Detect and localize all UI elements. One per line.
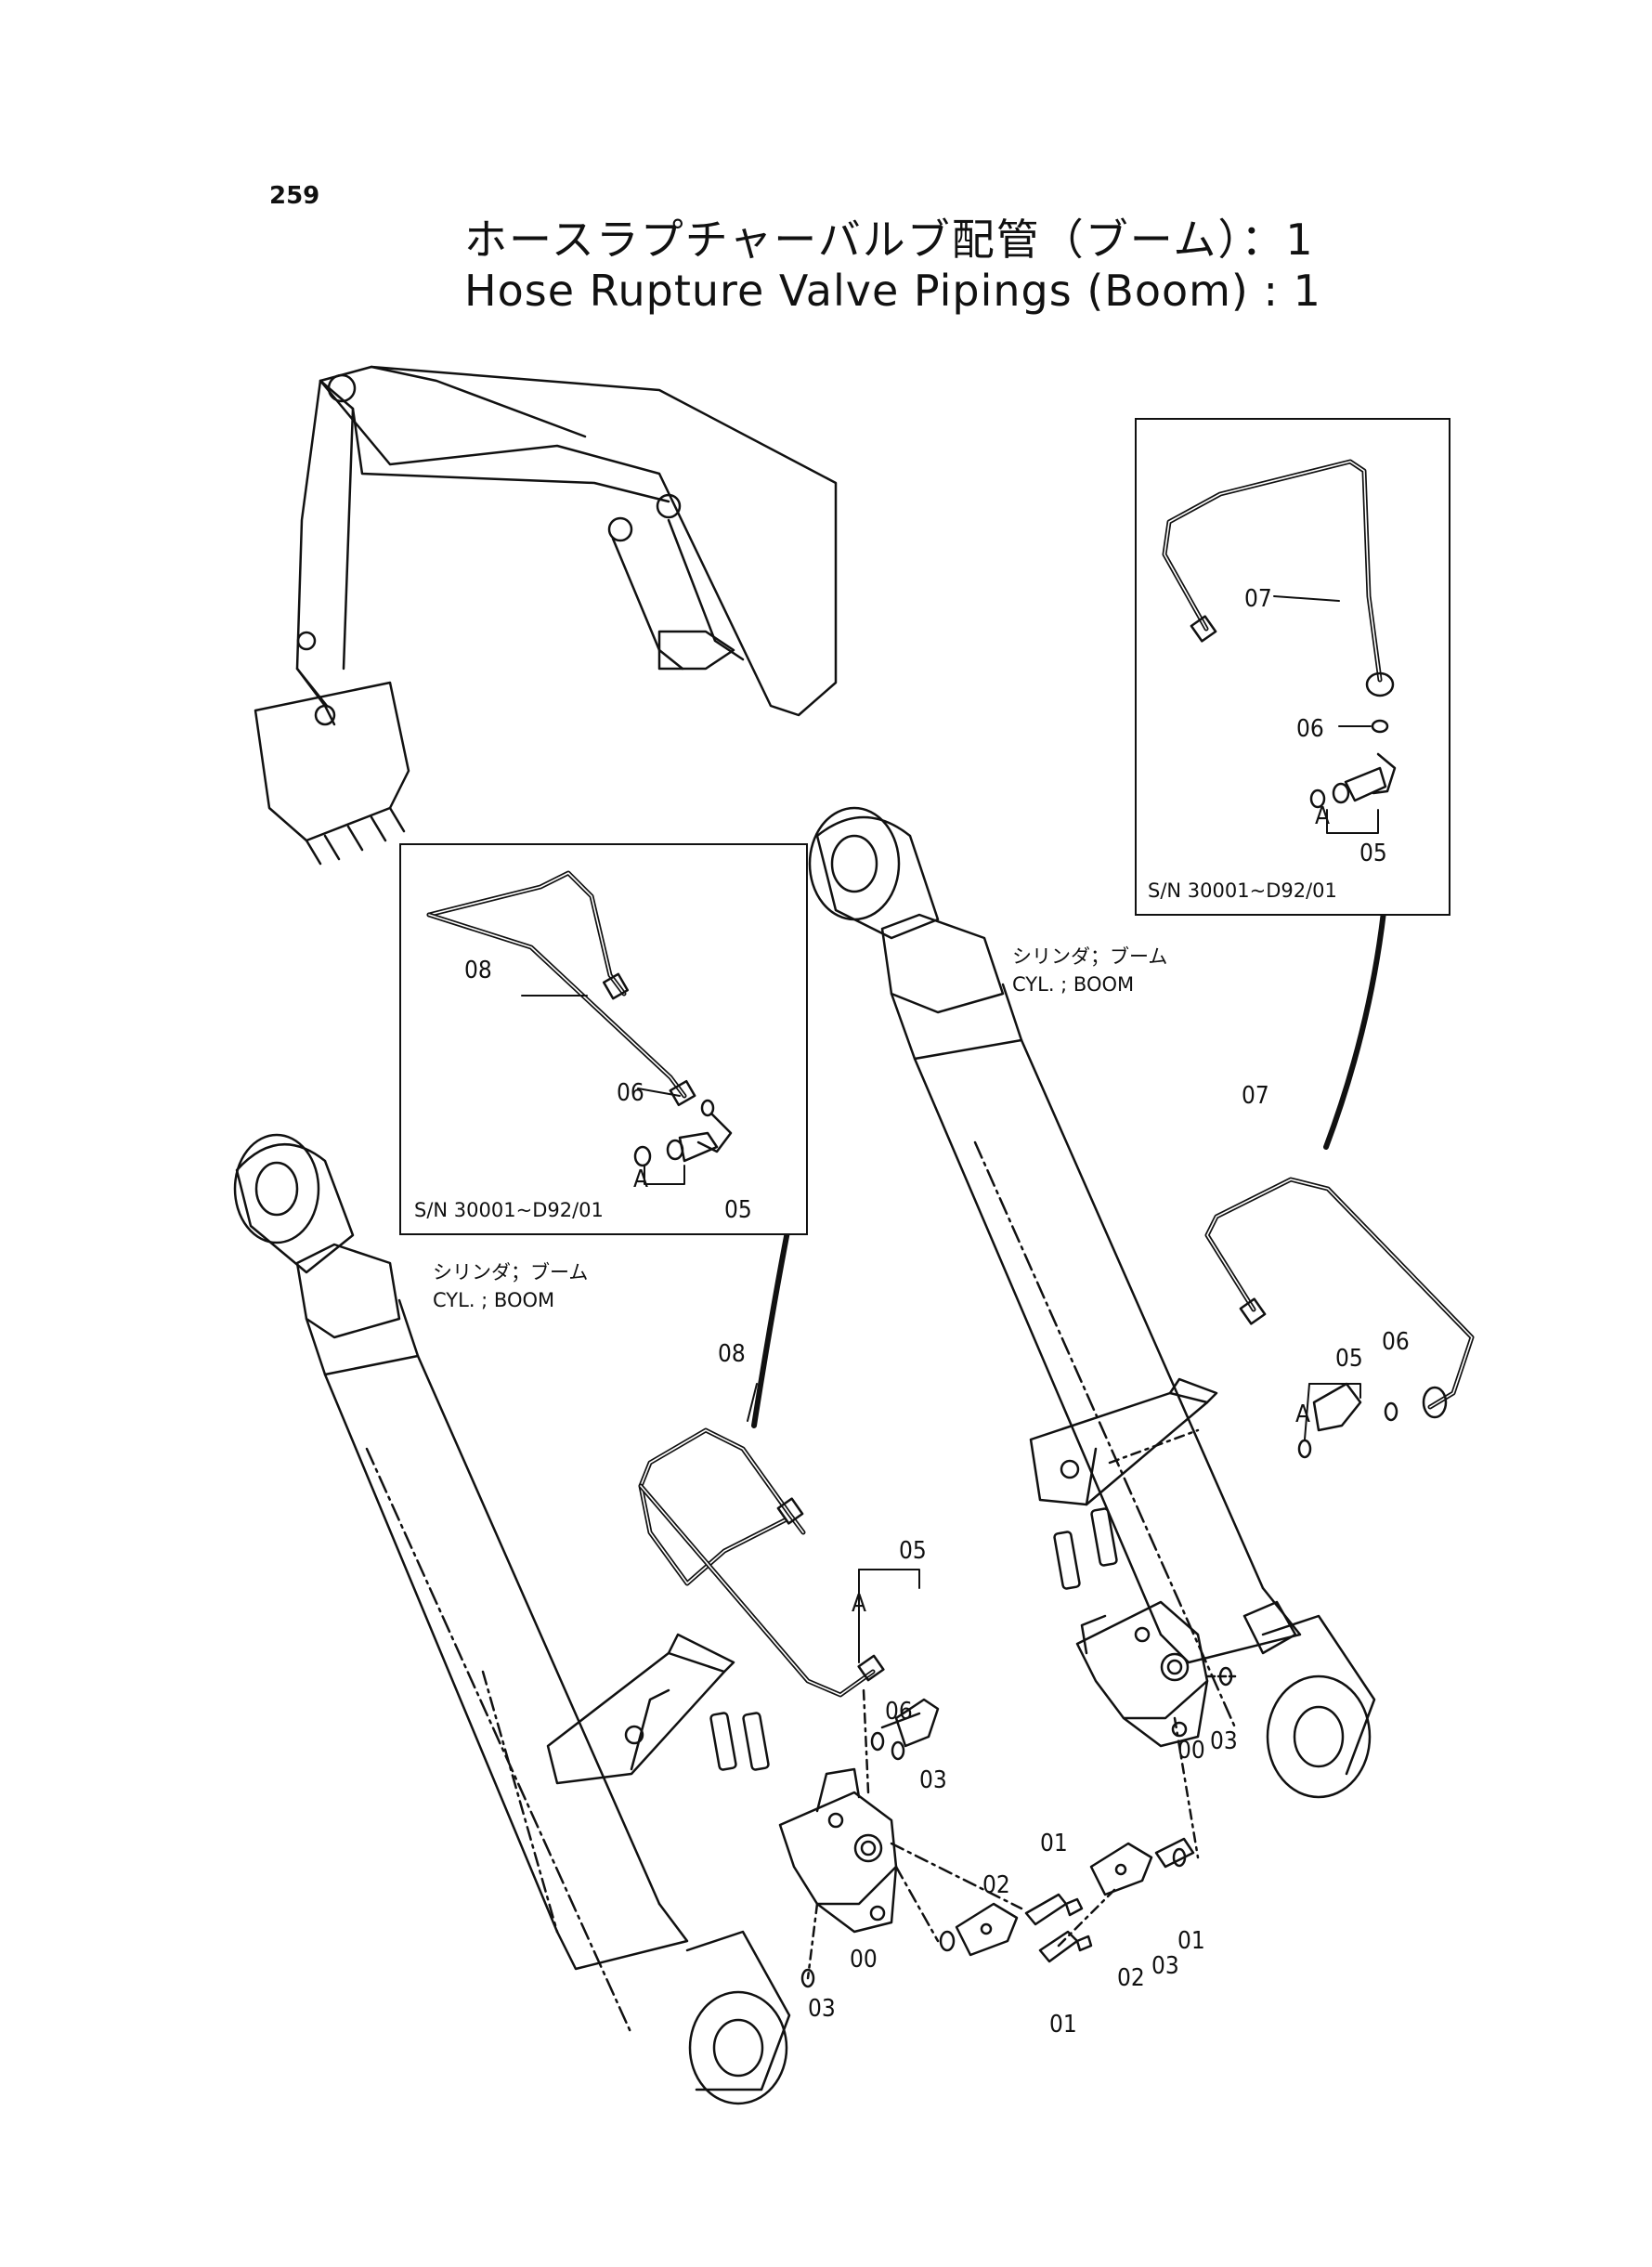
part-label-right-03: 03 [1210, 1727, 1238, 1755]
inset-serial-range-right: 07 06 A 05 S/N 30001~D92/01 [1135, 418, 1450, 916]
page-number: 259 [269, 182, 320, 210]
part-label-right-01: 01 [1049, 2011, 1077, 2039]
inset-left-label-06: 06 [617, 1079, 644, 1107]
inset-right-label-07: 07 [1244, 585, 1272, 613]
inset-left-label-05: 05 [724, 1196, 752, 1224]
inset-serial-range-left: 08 06 A 05 S/N 30001~D92/01 [399, 843, 808, 1235]
callout-cylinder-right-en: CYL. ; BOOM [1012, 973, 1135, 996]
part-label-left-03a: 03 [919, 1766, 947, 1794]
part-label-right-00: 00 [1177, 1737, 1205, 1765]
callout-cylinder-left-jp: シリンダ；ブーム [433, 1261, 589, 1283]
callout-cylinder-left-en: CYL. ; BOOM [433, 1289, 555, 1311]
part-label-right-06: 06 [1382, 1328, 1410, 1356]
inset-left-drawing [426, 870, 733, 1185]
inset-left-label-08: 08 [464, 957, 492, 984]
inset-right-serial-note: S/N 30001~D92/01 [1148, 879, 1337, 902]
inset-right-label-06: 06 [1296, 715, 1324, 743]
part-label-right-01b: 01 [1177, 1927, 1205, 1955]
part-label-left-01: 01 [1040, 1830, 1068, 1857]
part-label-right-03b: 03 [1151, 1952, 1179, 1980]
inset-left-label-a: A [633, 1166, 648, 1193]
inset-left-leader [751, 1229, 790, 1428]
part-label-right-a: A [1295, 1401, 1310, 1428]
part-label-left-06: 06 [885, 1698, 913, 1726]
part-label-right-05: 05 [1335, 1345, 1363, 1373]
left-boom-cylinder [233, 1133, 791, 2105]
part-label-left-00: 00 [850, 1946, 878, 1974]
part-label-left-05: 05 [899, 1537, 927, 1565]
part-label-left-02: 02 [982, 1871, 1010, 1899]
inset-right-leader [1323, 909, 1386, 1150]
right-pipe-07 [1204, 1177, 1475, 1419]
page-title-english: Hose Rupture Valve Pipings (Boom) : 1 [464, 266, 1321, 316]
left-pipe-08 [638, 1427, 885, 1698]
part-label-left-08: 08 [718, 1340, 746, 1368]
part-label-left-a: A [852, 1590, 866, 1618]
inset-right-label-05: 05 [1359, 840, 1387, 867]
inset-left-serial-note: S/N 30001~D92/01 [414, 1199, 604, 1221]
excavator-overview-illustration [254, 365, 838, 866]
label-leader-lines [747, 1383, 1361, 1663]
part-label-right-07: 07 [1242, 1082, 1269, 1110]
inset-right-label-a: A [1315, 802, 1330, 830]
part-label-left-03b: 03 [808, 1995, 836, 2023]
inset-right-drawing [1162, 459, 1397, 834]
part-label-right-02: 02 [1117, 1964, 1145, 1992]
left-valve-assembly [546, 1633, 1084, 1988]
page-title-japanese: ホースラプチャーバルブ配管（ブーム）：1 [464, 215, 1315, 265]
right-valve-assembly [1029, 1377, 1398, 1963]
callout-cylinder-right-jp: シリンダ；ブーム [1012, 945, 1168, 968]
